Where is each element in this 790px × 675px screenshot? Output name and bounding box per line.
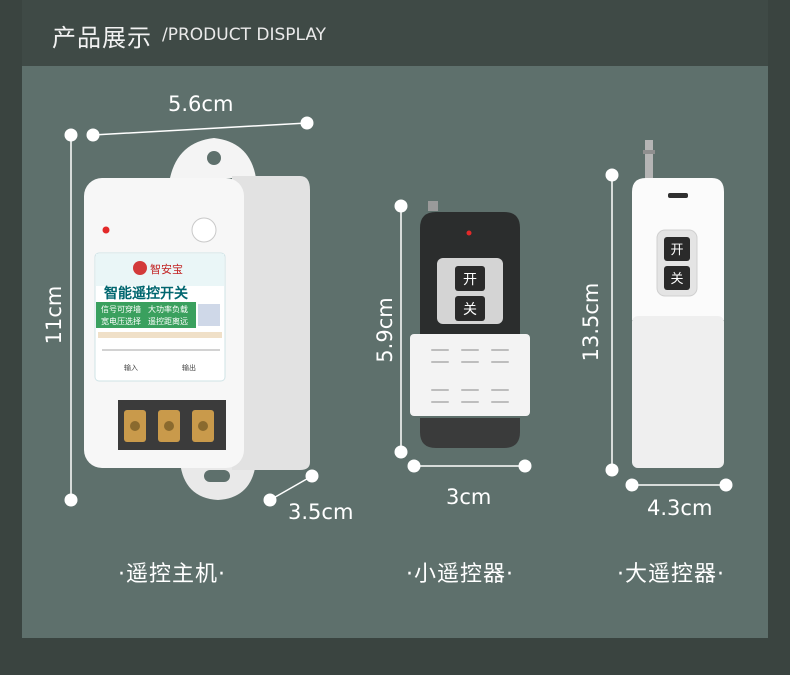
large-remote-on-button	[664, 237, 690, 261]
receiver-height-dimension	[64, 128, 78, 507]
receiver-feature-1: 信号可穿墙	[101, 304, 141, 314]
small-remote-off-label: 关	[463, 302, 477, 318]
large-remote-off-button	[664, 266, 690, 290]
small-remote-caption: ·小遥控器·	[406, 562, 514, 587]
receiver-height-label: 11cm	[42, 285, 66, 345]
large-remote: 开 关	[632, 140, 724, 468]
header-bar: 产品展示 /PRODUCT DISPLAY	[22, 0, 768, 66]
large-remote-caption: ·大遥控器·	[617, 562, 725, 587]
receiver-feature-4: 遥控距离远	[148, 316, 188, 326]
large-remote-width-dimension	[625, 478, 733, 492]
small-remote-width-label: 3cm	[446, 485, 492, 509]
receiver-caption: ·遥控主机·	[118, 562, 226, 587]
terminal-output-label: 输出	[182, 363, 196, 372]
receiver-unit: 智安宝 智能遥控开关 信号可穿墙 大功率负载 宽电压选择 遥控距离远 输入 输出	[84, 138, 310, 500]
large-remote-height-dimension	[605, 168, 619, 477]
antenna-icon	[645, 140, 653, 184]
receiver-feature-3: 宽电压选择	[101, 316, 141, 326]
page-subtitle: /PRODUCT DISPLAY	[162, 25, 327, 45]
qr-code-icon	[198, 304, 220, 326]
small-remote-height-dimension	[394, 199, 408, 459]
receiver-depth-dimension	[263, 469, 319, 507]
receiver-width-label: 5.6cm	[168, 92, 234, 116]
large-remote-off-label: 关	[670, 272, 683, 287]
small-remote-on-button	[455, 266, 485, 291]
page-title: 产品展示	[52, 24, 152, 52]
small-remote-width-dimension	[407, 459, 532, 473]
small-remote-off-button	[455, 296, 485, 321]
small-remote-height-label: 5.9cm	[373, 297, 397, 363]
small-remote: 开 关	[410, 201, 530, 448]
receiver-width-dimension	[86, 116, 314, 142]
receiver-product-name: 智能遥控开关	[103, 285, 188, 302]
terminal-input-label: 输入	[124, 363, 138, 372]
small-remote-on-label: 开	[463, 272, 477, 288]
receiver-depth-label: 3.5cm	[288, 500, 354, 524]
receiver-feature-2: 大功率负载	[148, 304, 188, 314]
large-remote-on-label: 开	[670, 243, 683, 258]
large-remote-width-label: 4.3cm	[647, 496, 713, 520]
receiver-brand: 智安宝	[150, 262, 183, 276]
large-remote-height-label: 13.5cm	[579, 282, 603, 362]
